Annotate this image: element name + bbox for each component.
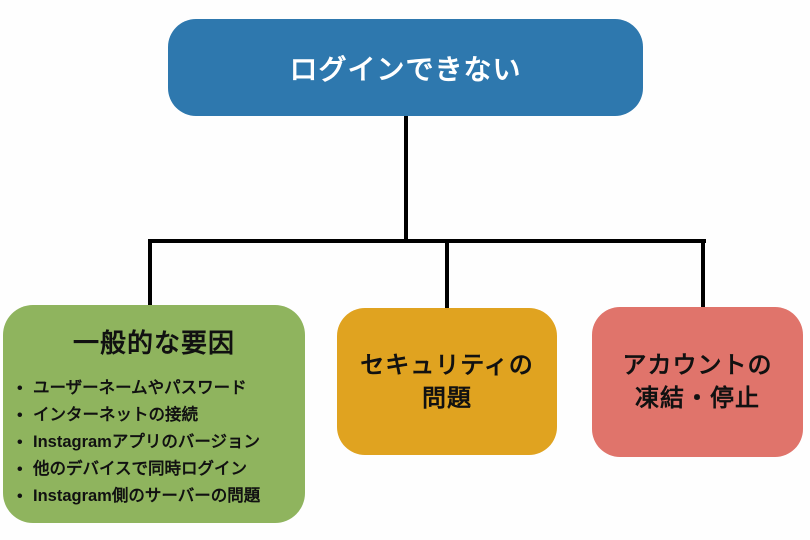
connector-drop-line-right <box>701 239 705 308</box>
connector-trunk-line <box>404 115 408 242</box>
branch-title-line: 凍結・停止 <box>635 385 760 412</box>
list-item: Instagramアプリのバージョン <box>15 429 260 456</box>
branch-node-account-suspension: アカウントの 凍結・停止 <box>592 307 803 457</box>
branch-node-general-causes: 一般的な要因 ユーザーネームやパスワード インターネットの接続 Instagra… <box>3 305 305 523</box>
branch-title-line: 問題 <box>422 384 472 412</box>
branch-title-line: セキュリティの <box>360 351 534 379</box>
list-item: 他のデバイスで同時ログイン <box>15 456 260 483</box>
root-node-label: ログインできない <box>289 53 522 85</box>
list-item: インターネットの接続 <box>15 402 260 429</box>
list-item: Instagram側のサーバーの問題 <box>15 483 260 510</box>
list-item: ユーザーネームやパスワード <box>15 375 260 402</box>
branch-title-line: アカウントの <box>622 352 773 379</box>
root-node-login-failure: ログインできない <box>168 19 643 116</box>
connector-drop-line-middle <box>445 239 449 309</box>
bullet-list: ユーザーネームやパスワード インターネットの接続 Instagramアプリのバー… <box>3 375 260 510</box>
branch-title: 一般的な要因 <box>72 328 235 358</box>
connector-drop-line-left <box>148 239 152 306</box>
connector-horizontal-line <box>148 239 706 243</box>
branch-node-security-issues: セキュリティの 問題 <box>337 308 557 455</box>
